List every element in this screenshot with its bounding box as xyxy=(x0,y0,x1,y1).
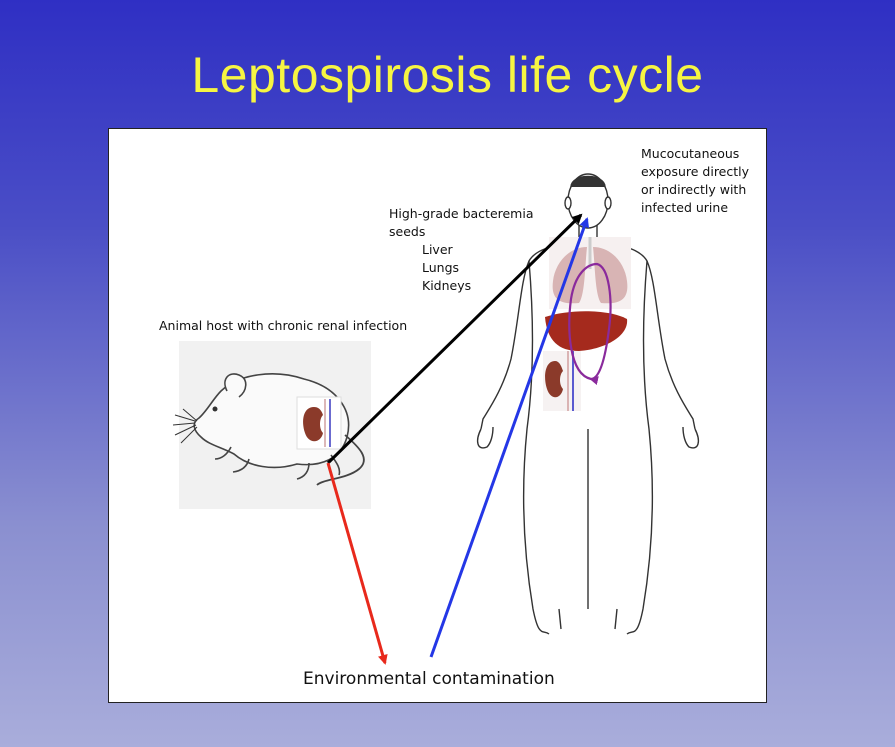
exposure-arrow xyxy=(429,217,590,658)
bacteremia-arrow xyxy=(326,213,583,465)
exposure-label-line2: exposure directly xyxy=(641,164,750,179)
bacteremia-label-line2: seeds xyxy=(389,224,426,239)
animal-host-label: Animal host with chronic renal infection xyxy=(159,318,408,333)
dissemination-loop xyxy=(568,262,612,379)
organ-kidneys-label: Kidneys xyxy=(422,278,472,293)
rat-illustration xyxy=(172,341,371,509)
shedding-arrow xyxy=(326,462,388,665)
environment-label: Environmental contamination xyxy=(303,669,555,689)
diagram-panel: Animal host with chronic renal infection… xyxy=(108,128,767,703)
human-organs xyxy=(543,237,631,411)
organ-liver-label: Liver xyxy=(422,242,453,257)
slide-title: Leptospirosis life cycle xyxy=(191,47,704,103)
diagram-canvas xyxy=(172,173,700,665)
exposure-label-line1: Mucocutaneous xyxy=(641,146,740,161)
exposure-label-line4: infected urine xyxy=(641,200,729,215)
exposure-label-line3: or indirectly with xyxy=(641,182,747,197)
bacteremia-label-line1: High-grade bacteremia xyxy=(389,206,534,221)
organ-lungs-label: Lungs xyxy=(422,260,460,275)
